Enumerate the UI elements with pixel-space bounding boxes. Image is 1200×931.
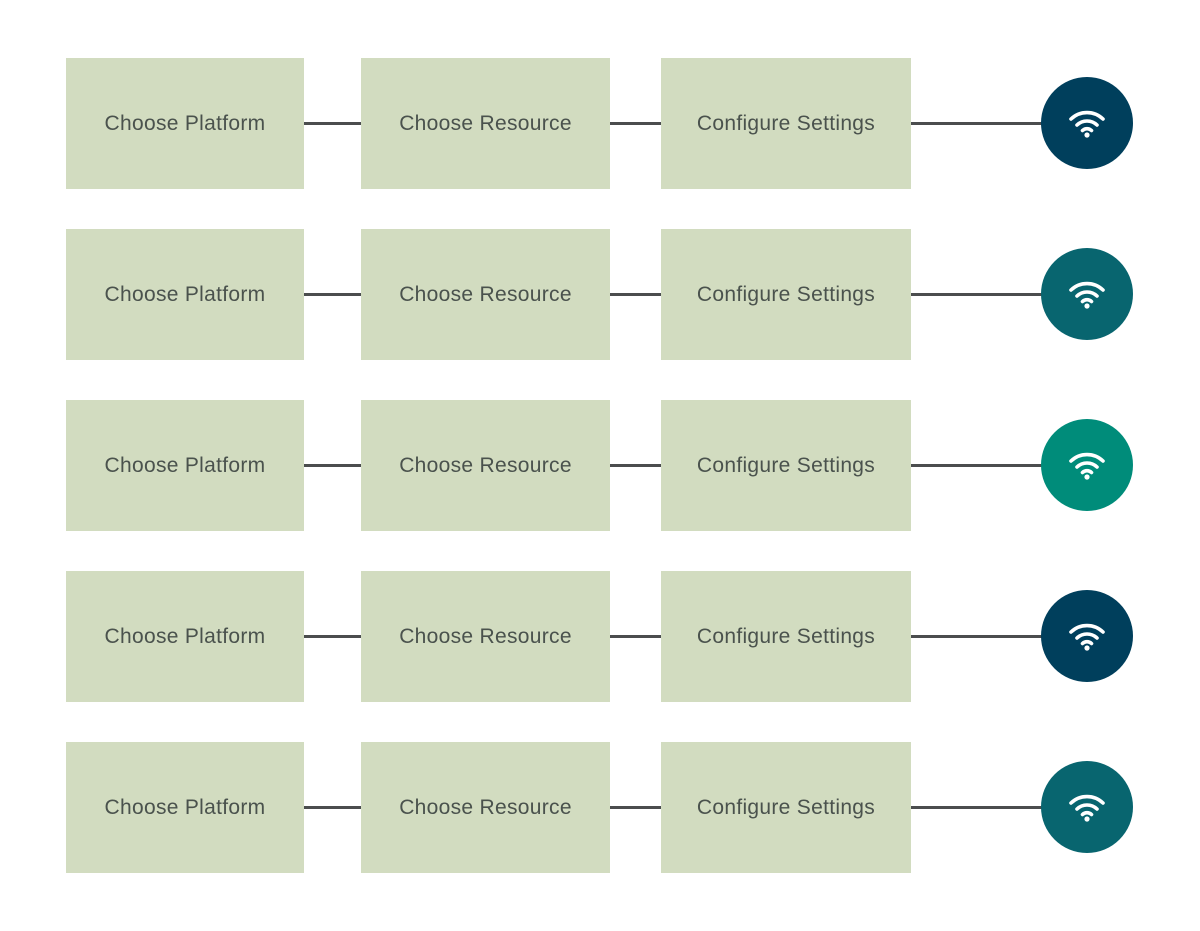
connector-line	[610, 122, 661, 125]
connector-line	[304, 635, 361, 638]
wifi-icon	[1068, 792, 1106, 822]
wifi-icon	[1068, 108, 1106, 138]
wifi-node[interactable]	[1041, 248, 1133, 340]
wifi-icon	[1068, 279, 1106, 309]
connector-line	[304, 122, 361, 125]
step-configure-settings[interactable]: Configure Settings	[661, 58, 911, 189]
step-choose-platform[interactable]: Choose Platform	[66, 229, 304, 360]
connector-line	[911, 635, 1046, 638]
connector-line	[610, 293, 661, 296]
step-configure-settings[interactable]: Configure Settings	[661, 742, 911, 873]
connector-line	[304, 806, 361, 809]
step-choose-platform[interactable]: Choose Platform	[66, 58, 304, 189]
step-choose-resource[interactable]: Choose Resource	[361, 229, 610, 360]
step-choose-resource[interactable]: Choose Resource	[361, 742, 610, 873]
wifi-node[interactable]	[1041, 590, 1133, 682]
flow-row-4: Choose Platform Choose Resource Configur…	[0, 571, 1200, 702]
step-choose-resource[interactable]: Choose Resource	[361, 571, 610, 702]
step-choose-resource[interactable]: Choose Resource	[361, 400, 610, 531]
wifi-node[interactable]	[1041, 77, 1133, 169]
connector-line	[610, 806, 661, 809]
step-choose-platform[interactable]: Choose Platform	[66, 571, 304, 702]
connector-line	[304, 464, 361, 467]
wifi-icon	[1068, 621, 1106, 651]
flow-row-2: Choose Platform Choose Resource Configur…	[0, 229, 1200, 360]
connector-line	[911, 806, 1046, 809]
step-configure-settings[interactable]: Configure Settings	[661, 400, 911, 531]
step-choose-resource[interactable]: Choose Resource	[361, 58, 610, 189]
connector-line	[911, 122, 1046, 125]
connector-line	[610, 464, 661, 467]
step-configure-settings[interactable]: Configure Settings	[661, 229, 911, 360]
flow-row-1: Choose Platform Choose Resource Configur…	[0, 58, 1200, 189]
connector-line	[610, 635, 661, 638]
connector-line	[911, 464, 1046, 467]
step-choose-platform[interactable]: Choose Platform	[66, 400, 304, 531]
connector-line	[911, 293, 1046, 296]
flow-row-3: Choose Platform Choose Resource Configur…	[0, 400, 1200, 531]
wifi-node[interactable]	[1041, 761, 1133, 853]
wifi-icon	[1068, 450, 1106, 480]
step-configure-settings[interactable]: Configure Settings	[661, 571, 911, 702]
connector-line	[304, 293, 361, 296]
step-choose-platform[interactable]: Choose Platform	[66, 742, 304, 873]
flow-row-5: Choose Platform Choose Resource Configur…	[0, 742, 1200, 873]
wifi-node[interactable]	[1041, 419, 1133, 511]
